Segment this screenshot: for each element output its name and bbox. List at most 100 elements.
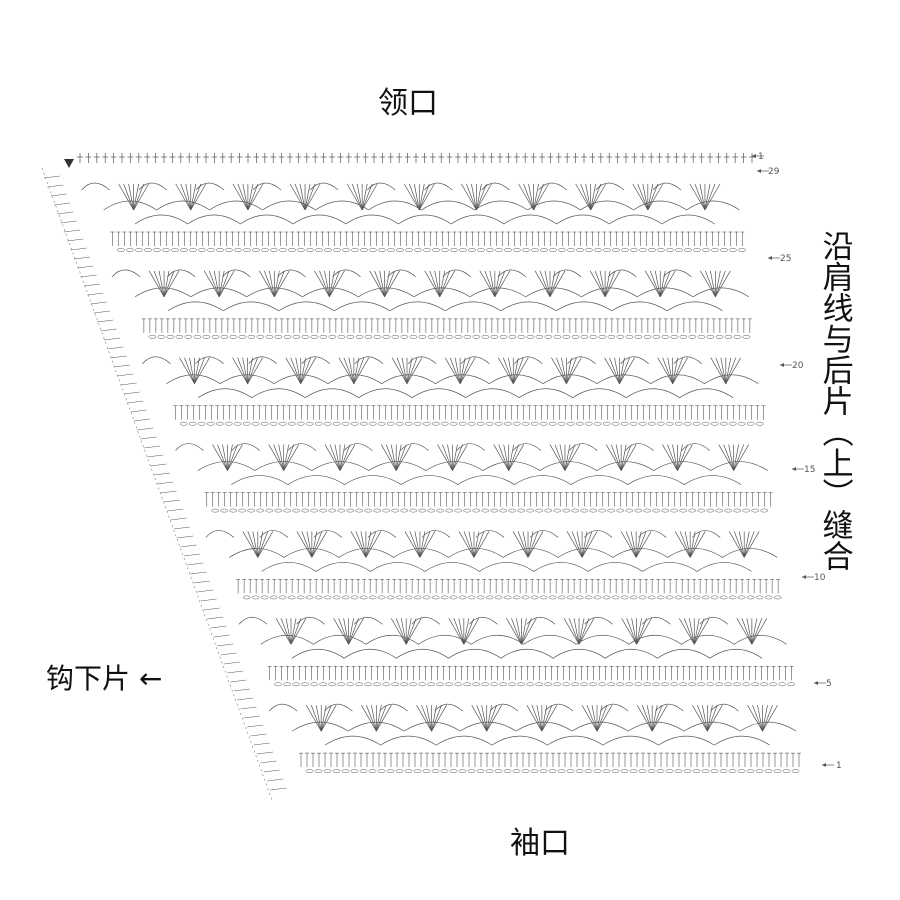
chain-stitch <box>742 682 750 687</box>
chain-arch <box>556 301 612 312</box>
fan-stitch <box>247 183 259 211</box>
chain-stitch <box>337 682 345 687</box>
fan-stitch <box>247 183 264 211</box>
chain-stitch <box>341 595 350 600</box>
chain-stitch <box>418 682 426 687</box>
fan-stitch <box>416 704 432 732</box>
chain-arch <box>313 530 343 538</box>
chain-stitch <box>643 682 651 687</box>
chain-stitch <box>207 248 215 252</box>
lower-piece-label: 钩下片 ← <box>46 657 162 697</box>
edge-stitch <box>210 625 227 629</box>
chain-stitch <box>261 248 269 252</box>
chain-arch <box>683 721 741 732</box>
chain-stitch <box>422 595 431 600</box>
chain-arch <box>533 562 589 572</box>
chain-arch <box>305 388 359 399</box>
fan-stitch <box>311 531 328 558</box>
chain-stitch <box>314 769 323 773</box>
chain-stitch <box>287 595 296 600</box>
fan-stitch <box>620 444 637 471</box>
fan-stitch <box>314 270 330 298</box>
fan-stitch <box>635 531 647 558</box>
edge-stitch <box>187 562 204 566</box>
chain-stitch <box>404 595 413 600</box>
fan-stitch <box>596 705 608 732</box>
chain-stitch <box>350 595 359 600</box>
chain-stitch <box>526 508 535 513</box>
fan-stitch <box>301 531 313 558</box>
chain-stitch <box>679 335 688 339</box>
chain-arch <box>482 461 540 471</box>
chain-stitch <box>648 248 656 252</box>
chain-stitch <box>247 508 256 513</box>
chain-stitch <box>787 682 795 687</box>
chain-arch <box>134 214 188 225</box>
chain-stitch <box>242 595 251 600</box>
chain-arch <box>332 269 361 278</box>
chain-stitch <box>229 508 238 513</box>
fan-stitch <box>636 618 642 645</box>
fan-stitch <box>604 270 611 297</box>
fan-stitch <box>677 444 693 471</box>
fan-stitch <box>590 183 606 211</box>
chain-arch <box>525 287 582 298</box>
fan-stitch <box>242 357 248 384</box>
chain-arch <box>514 356 543 364</box>
chain-arch <box>733 634 787 645</box>
chain-stitch <box>728 421 737 426</box>
chain-arch <box>710 703 739 712</box>
chain-stitch <box>310 335 319 339</box>
chain-stitch <box>391 682 399 687</box>
edge-stitch <box>93 310 110 314</box>
edge-stitch <box>260 760 277 764</box>
fan-stitch <box>604 270 621 298</box>
fan-stitch <box>692 704 708 732</box>
chain-stitch <box>288 248 296 252</box>
chain-arch <box>291 721 349 732</box>
chain-stitch <box>562 508 571 513</box>
chain-arch <box>138 182 167 191</box>
fan-stitch <box>257 531 274 558</box>
row-marker-1: 1 <box>836 761 842 771</box>
fan-stitch <box>689 531 701 558</box>
fan-stitch <box>533 183 549 211</box>
edge-stitch <box>100 328 117 332</box>
chain-stitch <box>251 595 260 600</box>
chain-stitch <box>494 595 503 600</box>
fan-stitch <box>371 705 377 732</box>
edge-stitch <box>220 652 237 656</box>
chain-stitch <box>521 421 530 426</box>
chain-stitch <box>607 682 615 687</box>
fan-stitch <box>208 270 220 297</box>
fan-stitch <box>527 531 534 558</box>
fan-stitch <box>486 704 503 732</box>
chain-stitch <box>521 595 530 600</box>
fan-stitch <box>563 618 580 645</box>
fan-stitch <box>620 444 627 471</box>
row-marker-29: 29 <box>768 167 780 177</box>
fan-stitch <box>406 357 418 384</box>
chain-stitch <box>720 248 728 252</box>
edge-stitch <box>43 175 61 179</box>
chain-arch <box>231 443 260 451</box>
chain-stitch <box>724 335 733 339</box>
chain-arch <box>583 530 613 538</box>
fan-stitch <box>403 183 420 211</box>
fan-stitch <box>674 531 691 558</box>
chain-arch <box>197 461 256 471</box>
chain-stitch <box>287 421 296 426</box>
fan-stitch <box>704 183 721 211</box>
fan-stitch <box>350 531 367 558</box>
fan-stitch <box>549 444 566 471</box>
chain-stitch <box>575 769 584 773</box>
chain-stitch <box>593 595 602 600</box>
fan-stitch <box>494 270 506 297</box>
fan-stitch <box>348 618 364 645</box>
fan-stitch <box>296 531 313 558</box>
chain-stitch <box>342 248 350 252</box>
edge-stitch <box>247 724 264 728</box>
fan-stitch <box>704 183 711 211</box>
chain-stitch <box>531 248 539 252</box>
chain-stitch <box>688 508 697 513</box>
